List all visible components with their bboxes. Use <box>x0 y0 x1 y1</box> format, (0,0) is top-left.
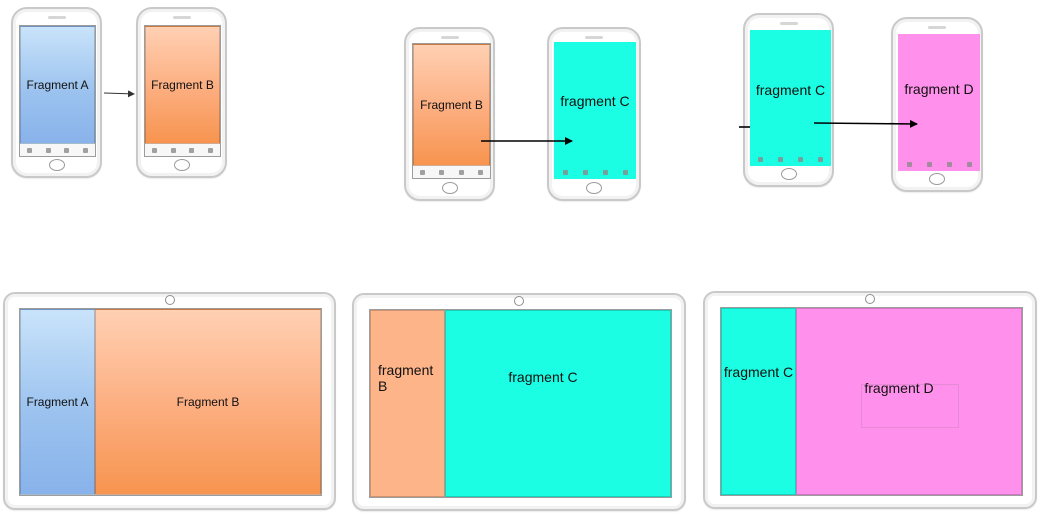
phone-screen: fragment C <box>750 30 831 166</box>
phone-earpiece <box>585 36 603 39</box>
phone-home-button <box>586 182 602 194</box>
home-icon <box>458 169 464 175</box>
fragment-d-label: fragment D <box>904 81 974 97</box>
fragment-b-pane: Fragment B <box>413 44 490 166</box>
fragment-b-label: fragment B <box>378 362 433 394</box>
fragment-a-pane: Fragment A <box>20 26 95 144</box>
menu-icon <box>45 147 51 153</box>
fragment-c-label: fragment C <box>723 364 794 380</box>
fragment-c-pane: fragment C <box>555 43 635 178</box>
fragment-b-pane: fragment B <box>370 310 445 497</box>
phone-home-button <box>780 168 797 180</box>
search-icon <box>208 147 214 153</box>
home-icon <box>602 169 608 175</box>
fragment-a-label: Fragment A <box>26 395 89 409</box>
menu-icon <box>582 169 588 175</box>
fragment-a-label: Fragment A <box>26 78 89 92</box>
fragment-d-label: fragment D <box>864 380 934 396</box>
search-icon <box>817 156 823 162</box>
phone-earpiece <box>928 26 946 29</box>
tablet-screen: Fragment A Fragment B <box>19 308 322 496</box>
phone-fragment-a: Fragment A <box>11 7 102 178</box>
phone-earpiece <box>172 16 191 19</box>
phone-screen: fragment C <box>554 42 636 179</box>
phone-fragment-b-2: Fragment B <box>404 27 495 201</box>
phone-screen: Fragment A <box>19 25 96 157</box>
fragment-b-label: Fragment B <box>151 78 214 92</box>
phone-earpiece <box>440 36 459 39</box>
phone-navbar <box>899 158 979 170</box>
fragment-b-label: Fragment B <box>420 98 483 112</box>
fragment-c-pane: fragment C <box>445 310 671 497</box>
tablet-screen: fragment C fragment D <box>720 307 1023 496</box>
menu-icon <box>926 161 932 167</box>
tablet-fragment-a-b: Fragment A Fragment B <box>3 292 336 510</box>
tablet-fragment-c-d: fragment C fragment D <box>703 291 1037 509</box>
phone-home-button <box>929 173 945 185</box>
search-icon <box>966 161 972 167</box>
back-icon <box>151 147 157 153</box>
home-icon <box>946 161 952 167</box>
fragment-c-pane: fragment C <box>751 31 830 165</box>
fragment-c-label: fragment C <box>508 369 578 385</box>
phone-screen: Fragment B <box>144 25 221 157</box>
back-icon <box>26 147 32 153</box>
back-icon <box>420 169 426 175</box>
phone-navbar <box>555 166 635 178</box>
phone-fragment-b: Fragment B <box>136 7 227 178</box>
tablet-screen: fragment B fragment C <box>369 309 672 498</box>
fragment-c-label: fragment C <box>560 93 630 109</box>
fragment-b-label-line1: fragment <box>378 362 434 378</box>
fragment-d-pane: fragment D <box>796 308 1022 495</box>
menu-icon <box>778 156 784 162</box>
fragment-c-label: fragment C <box>755 82 826 98</box>
phone-home-button <box>48 159 65 171</box>
fragment-b-label: Fragment B <box>176 395 240 409</box>
arrow-a-to-b <box>103 90 135 98</box>
phone-fragment-c-2: fragment C <box>743 13 834 187</box>
phone-fragment-d: fragment D <box>891 17 983 192</box>
back-icon <box>758 156 764 162</box>
phone-earpiece <box>47 16 66 19</box>
phone-earpiece <box>779 22 798 25</box>
fragment-a-pane: Fragment A <box>20 309 95 495</box>
fragment-b-pane: Fragment B <box>95 309 321 495</box>
phone-home-button <box>173 159 190 171</box>
home-icon <box>189 147 195 153</box>
tablet-camera <box>164 295 175 305</box>
phone-navbar <box>145 144 220 156</box>
search-icon <box>83 147 89 153</box>
fragment-b-pane: Fragment B <box>145 26 220 144</box>
menu-icon <box>439 169 445 175</box>
tablet-fragment-b-c: fragment B fragment C <box>352 293 686 511</box>
back-icon <box>906 161 912 167</box>
phone-fragment-c: fragment C <box>547 27 641 201</box>
tablet-camera <box>865 294 875 304</box>
fragment-b-label-line2: B <box>378 378 388 394</box>
home-icon <box>797 156 803 162</box>
search-icon <box>622 169 628 175</box>
phone-navbar <box>413 166 490 178</box>
phone-home-button <box>441 182 458 194</box>
fragment-d-pane: fragment D <box>899 35 979 170</box>
phone-navbar <box>751 153 830 165</box>
phone-screen: fragment D <box>898 34 980 171</box>
home-icon <box>64 147 70 153</box>
menu-icon <box>170 147 176 153</box>
fragment-c-pane: fragment C <box>721 308 796 495</box>
phone-screen: Fragment B <box>412 43 491 179</box>
phone-navbar <box>20 144 95 156</box>
arrow-c-to-d <box>813 119 918 128</box>
back-icon <box>562 169 568 175</box>
faint-outline-box <box>861 384 959 428</box>
search-icon <box>477 169 483 175</box>
tablet-camera <box>514 296 524 306</box>
